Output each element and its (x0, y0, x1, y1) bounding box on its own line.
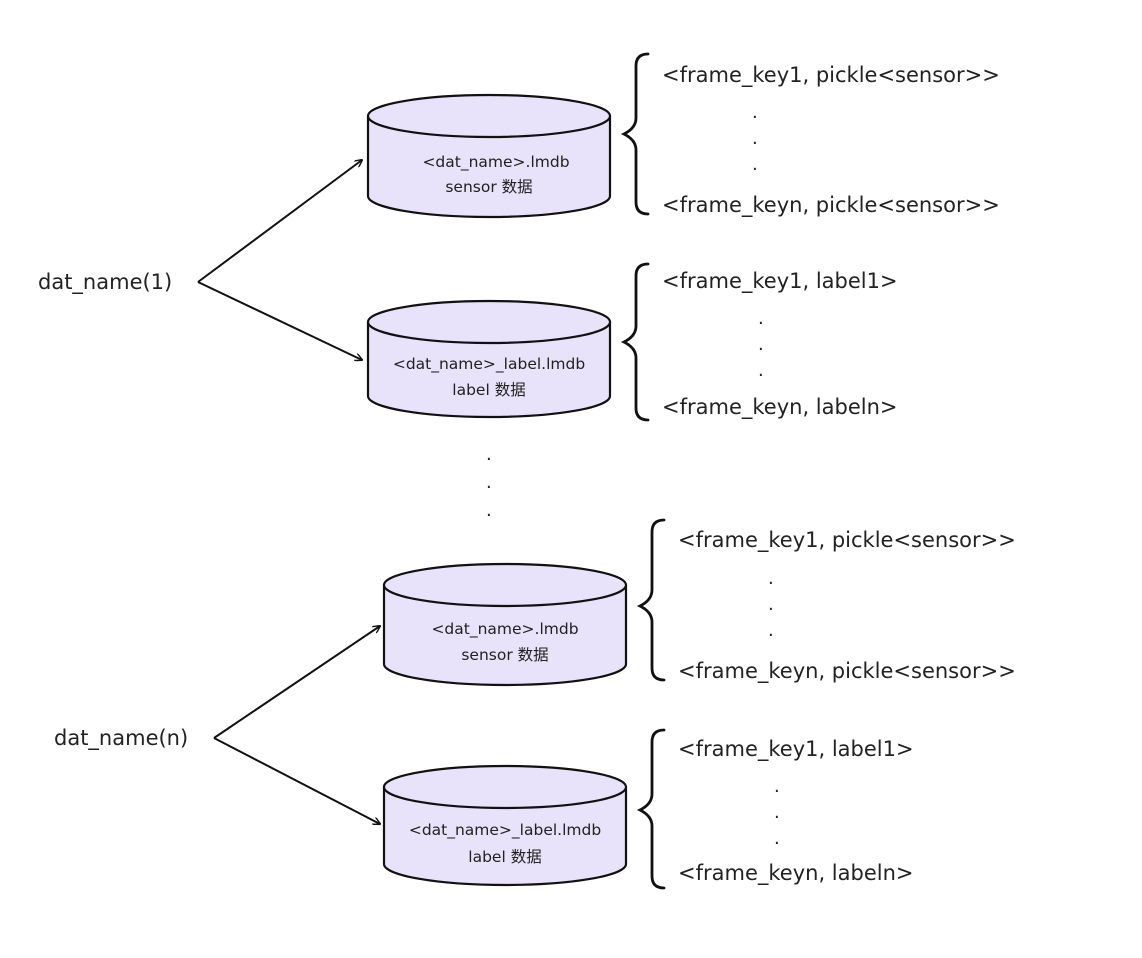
sensor-entry-dot-na: . (768, 568, 774, 589)
sensor-db-cylinder-1: <dat_name>.lmdb sensor 数据 (366, 93, 612, 219)
label-entry-dot-1a: . (758, 308, 764, 329)
group-dat-name-1: dat_name(1) <dat_name>.lmdb sensor 数据 <d… (38, 52, 1000, 422)
brace-sensor-entries-1 (620, 52, 650, 216)
label-entry-dot-1b: . (758, 334, 764, 355)
group-dat-name-n: dat_name(n) <dat_name>.lmdb sensor 数据 <d… (54, 518, 1016, 890)
label-entry-last-1: <frame_keyn, labeln> (662, 395, 897, 420)
sensor-entry-dot-nc: . (768, 620, 774, 641)
arrow-to-label-db-1 (197, 281, 362, 360)
between-dot-c: . (486, 500, 492, 521)
sensor-entry-last-1: <frame_keyn, pickle<sensor>> (662, 193, 1000, 218)
label-entry-dot-nc: . (774, 828, 780, 849)
between-groups-ellipsis: . . . (486, 444, 492, 521)
sensor-entry-first-n: <frame_key1, pickle<sensor>> (678, 528, 1016, 553)
arrow-to-label-db-n (213, 737, 380, 824)
sensor-db-description-n: sensor 数据 (461, 646, 548, 664)
sensor-entry-dot-1c: . (752, 154, 758, 175)
label-db-cylinder-1: <dat_name>_label.lmdb label 数据 (366, 299, 612, 419)
between-dot-a: . (486, 444, 492, 465)
sensor-db-cylinder-n: <dat_name>.lmdb sensor 数据 (382, 562, 628, 687)
sensor-db-description-1: sensor 数据 (445, 178, 532, 196)
label-entry-dot-1c: . (758, 360, 764, 381)
sensor-entry-dot-nb: . (768, 594, 774, 615)
label-db-cylinder-n: <dat_name>_label.lmdb label 数据 (382, 764, 628, 887)
source-label-dat-name-1: dat_name(1) (38, 270, 172, 295)
label-db-description-1: label 数据 (452, 381, 525, 399)
brace-sensor-entries-n (636, 518, 666, 682)
label-entry-first-n: <frame_key1, label1> (678, 737, 914, 762)
sensor-entry-dot-1a: . (752, 102, 758, 123)
label-entry-last-n: <frame_keyn, labeln> (678, 861, 913, 886)
label-db-filename-1: <dat_name>_label.lmdb (393, 355, 585, 374)
label-entry-first-1: <frame_key1, label1> (662, 269, 898, 294)
arrow-to-sensor-db-n (213, 626, 380, 739)
sensor-entry-first-1: <frame_key1, pickle<sensor>> (662, 63, 1000, 88)
brace-label-entries-n (636, 728, 666, 890)
sensor-db-filename-n: <dat_name>.lmdb (431, 620, 578, 639)
sensor-entry-last-n: <frame_keyn, pickle<sensor>> (678, 659, 1016, 684)
label-entry-dot-nb: . (774, 802, 780, 823)
between-dot-b: . (486, 472, 492, 493)
source-label-dat-name-n: dat_name(n) (54, 726, 188, 751)
label-db-filename-n: <dat_name>_label.lmdb (409, 821, 601, 840)
arrow-to-sensor-db-1 (197, 160, 362, 283)
sensor-db-filename-1: <dat_name>.lmdb (422, 153, 569, 172)
label-db-description-n: label 数据 (468, 848, 541, 866)
label-entry-dot-na: . (774, 776, 780, 797)
brace-label-entries-1 (620, 262, 650, 422)
sensor-entry-dot-1b: . (752, 128, 758, 149)
